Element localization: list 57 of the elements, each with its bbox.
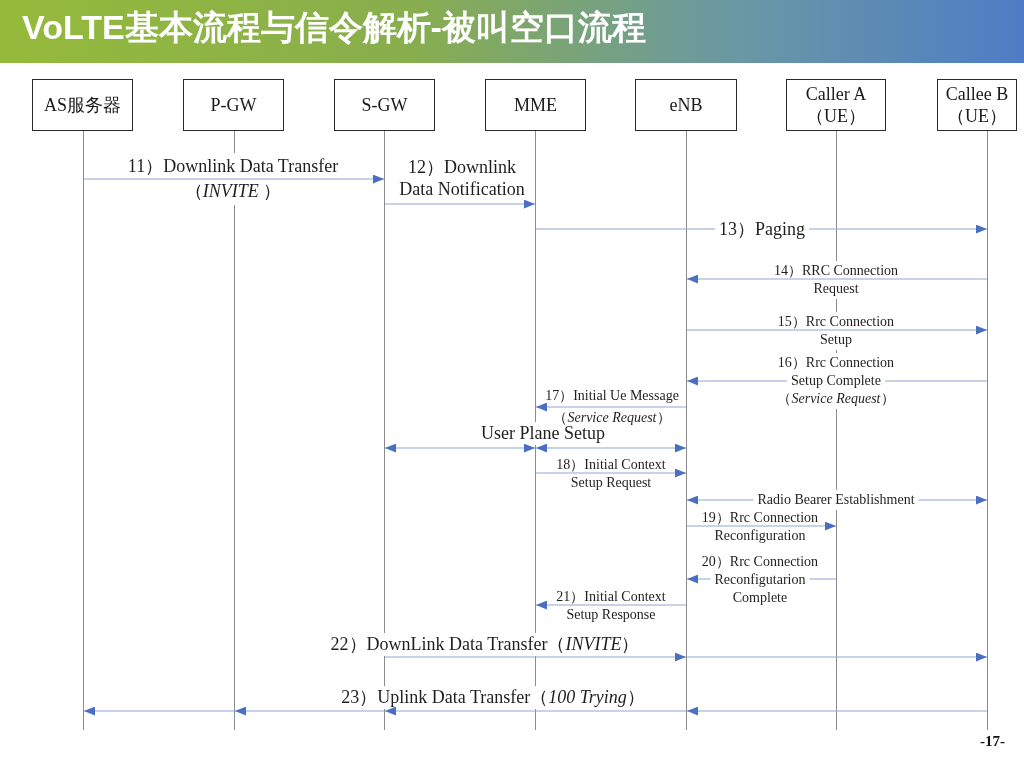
lifeline: [987, 131, 988, 730]
participant-name: AS服务器: [44, 94, 121, 116]
message-label: 15）Rrc Connection Setup: [776, 313, 896, 349]
message-arrow: [535, 468, 687, 478]
message-label: 12）Downlink Data Notification: [398, 156, 526, 200]
message-label: 22）DownLink Data Transfer（INVITE）: [330, 634, 640, 655]
lifeline: [686, 131, 687, 730]
participant-box: [635, 79, 737, 131]
message-arrow: [384, 652, 687, 662]
message-arrow: [686, 495, 988, 505]
message-arrow: [686, 325, 988, 335]
participant-box: [485, 79, 586, 131]
participant-name: Callee B （UE）: [944, 83, 1010, 127]
message-arrow: [686, 706, 988, 716]
lifeline: [234, 131, 235, 730]
message-arrow: [83, 174, 385, 184]
message-arrow: [83, 706, 235, 716]
message-label: Radio Bearer Establishment: [757, 491, 915, 509]
message-arrow: [686, 376, 988, 386]
message-arrow: [535, 600, 687, 610]
message-label: 14）RRC Connection Request: [772, 262, 900, 298]
message-arrow: [535, 224, 988, 234]
message-arrow: [384, 443, 536, 453]
message-label: 19）Rrc Connection Reconfiguration: [700, 509, 820, 545]
slide-title: VoLTE基本流程与信令解析-被叫空口流程: [22, 7, 646, 47]
message-label: 18）Initial Context Setup Request: [555, 456, 667, 492]
participant-name: Caller A （UE）: [804, 83, 868, 127]
participant-box: [334, 79, 435, 131]
participant-box: [786, 79, 886, 131]
message-label: 16）Rrc Connection Setup Complete （Service Request）: [776, 354, 896, 408]
participant-box: [183, 79, 284, 131]
message-label: 17）Initial Ue Message （Service Request）: [544, 387, 680, 426]
message-label: 23）Uplink Data Transfer（100 Trying）: [341, 687, 645, 708]
message-arrow: [384, 199, 536, 209]
message-label: 13）Paging: [719, 218, 805, 240]
message-arrow: [686, 652, 988, 662]
lifeline: [384, 131, 385, 730]
page-number: -17-: [980, 732, 1005, 750]
participant-name: MME: [514, 94, 557, 116]
message-label: 21）Initial Context Setup Response: [555, 588, 667, 624]
lifeline: [83, 131, 84, 730]
message-arrow: [686, 521, 837, 531]
message-arrow: [384, 706, 687, 716]
participant-name: P-GW: [210, 94, 257, 116]
participant-name: S-GW: [361, 94, 408, 116]
message-arrow: [686, 274, 988, 284]
message-arrow: [535, 443, 687, 453]
participant-box: [32, 79, 133, 131]
participant-name: eNB: [669, 94, 703, 116]
lifeline: [535, 131, 536, 730]
message-arrow: [234, 706, 385, 716]
lifeline: [836, 131, 837, 730]
message-arrow: [686, 574, 837, 584]
participant-box: [937, 79, 1017, 131]
message-label: 20）Rrc Connection Reconfigutarion Complete: [700, 553, 820, 607]
message-arrow: [535, 402, 687, 412]
message-label: 11）Downlink Data Transfer （INVITE ）: [126, 155, 340, 203]
